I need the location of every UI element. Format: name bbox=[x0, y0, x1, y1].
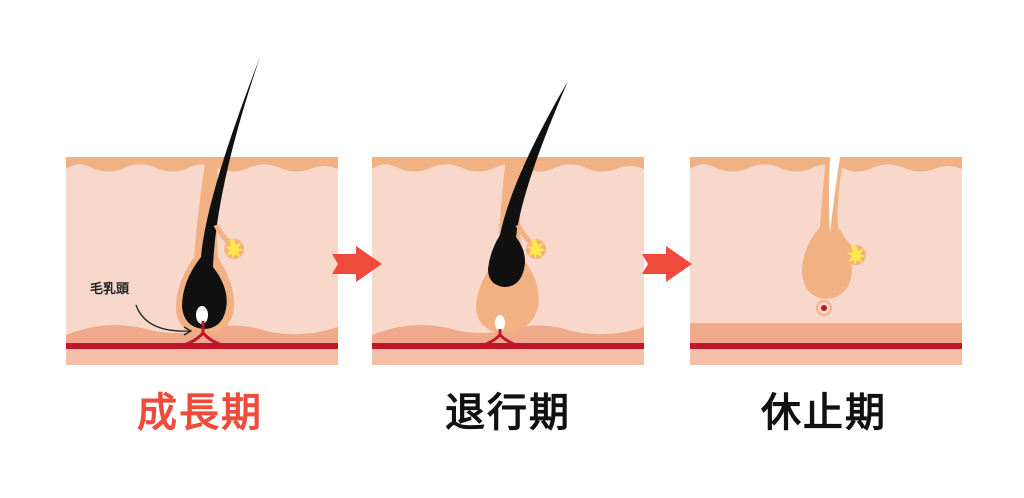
arrow-right-icon bbox=[642, 246, 692, 282]
dermal-papilla bbox=[196, 306, 208, 324]
panel-telogen bbox=[690, 157, 962, 365]
stage-label-anagen: 成長期 bbox=[137, 390, 263, 436]
dermal-papilla-label: 毛乳頭 bbox=[90, 282, 130, 297]
hair-shaft bbox=[182, 57, 260, 329]
callout-arrow bbox=[135, 304, 191, 332]
arrow-right-icon bbox=[332, 246, 382, 282]
panel-anagen bbox=[66, 57, 338, 365]
hair-follicle bbox=[802, 157, 852, 299]
capillary bbox=[183, 321, 223, 347]
stage-label-telogen: 休止期 bbox=[761, 390, 887, 436]
panel-catagen bbox=[372, 81, 644, 365]
hair-shaft bbox=[488, 81, 568, 287]
stage-label-catagen: 退行期 bbox=[445, 390, 571, 436]
